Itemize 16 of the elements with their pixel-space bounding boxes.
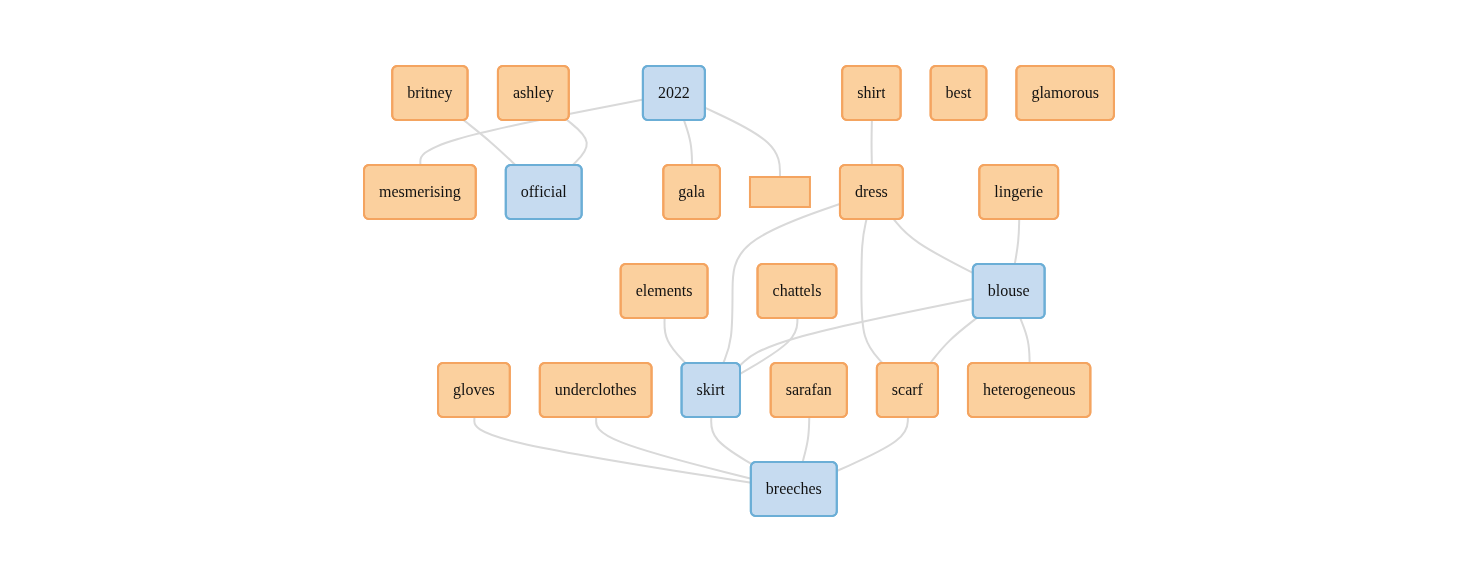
connector	[801, 416, 811, 463]
connector	[704, 106, 781, 178]
node-box	[748, 175, 811, 208]
connector	[683, 119, 694, 166]
connector	[463, 118, 517, 166]
connector	[595, 416, 753, 480]
connector	[836, 416, 909, 472]
connector	[710, 416, 754, 465]
connector	[1013, 218, 1021, 265]
connector	[473, 416, 753, 484]
connector	[870, 119, 873, 166]
connector	[929, 316, 978, 364]
connector	[860, 218, 884, 364]
connector	[565, 118, 588, 166]
connector	[1019, 317, 1031, 364]
connector	[663, 317, 687, 365]
